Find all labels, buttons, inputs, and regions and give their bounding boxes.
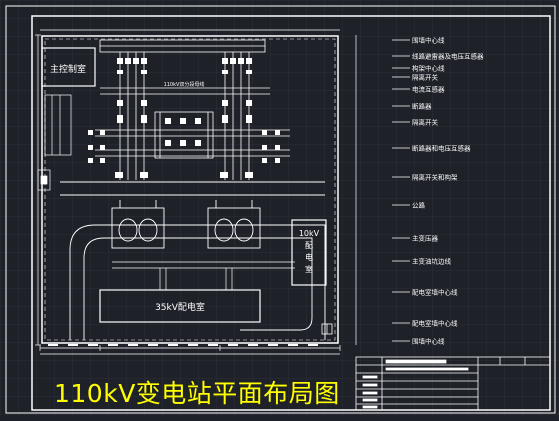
main-control-room-label: 主控制室	[50, 63, 86, 75]
cable-trenches	[112, 261, 295, 290]
bus-label: 110kV双分段母线	[164, 81, 205, 88]
kv10-room-label-line1: 10kV	[299, 229, 320, 238]
kv35-room-label: 35kV配电室	[155, 301, 205, 313]
kv10-room-label-line3: 电	[305, 252, 313, 262]
legend-label: 断路器	[412, 102, 432, 111]
perimeter-wall	[41, 35, 339, 344]
legend-label: 隔离开关和构架	[412, 173, 458, 182]
legend-label: 主变压器	[412, 234, 439, 243]
main-transformer-1	[111, 200, 165, 249]
kv10-room-label-line2: 配	[305, 241, 313, 250]
legend-label: 构架中心线	[412, 64, 445, 73]
kv10-room: 10kV 配 电 室	[291, 219, 327, 286]
legend-label: 断路器和电压互感器	[412, 144, 471, 153]
outdoor-equipment-area	[37, 94, 72, 191]
legend-label: 电流互感器	[412, 85, 445, 94]
internal-road	[60, 181, 326, 340]
legend: 围墙中心线线路避雷器及电压互感器构架中心线隔离开关电流互感器断路器隔离开关断路器…	[392, 36, 484, 346]
legend-label: 配电室墙中心线	[412, 319, 458, 328]
legend-label: 隔离开关	[412, 73, 439, 82]
north-marker	[321, 323, 333, 335]
gantry-frames	[95, 39, 290, 180]
drawing-title: 110kV变电站平面布局图	[54, 379, 340, 408]
scale-bar	[48, 344, 318, 346]
legend-label: 主变油坑边线	[412, 257, 452, 266]
legend-label: 线路避雷器及电压互感器	[412, 52, 484, 61]
legend-label: 围墙中心线	[412, 36, 445, 45]
legend-label: 围墙中心线	[412, 337, 445, 346]
sheet-frame	[5, 5, 556, 414]
kv35-room: 35kV配电室	[99, 289, 261, 323]
title-block	[355, 356, 551, 411]
kv10-room-label-line4: 室	[305, 264, 313, 274]
main-transformer-2	[207, 200, 261, 249]
switchgear-symbols	[88, 58, 280, 178]
legend-label: 公路	[412, 201, 426, 210]
legend-label: 隔离开关	[412, 118, 439, 127]
main-control-room: 主控制室	[41, 47, 96, 87]
legend-label: 配电室墙中心线	[412, 288, 458, 297]
